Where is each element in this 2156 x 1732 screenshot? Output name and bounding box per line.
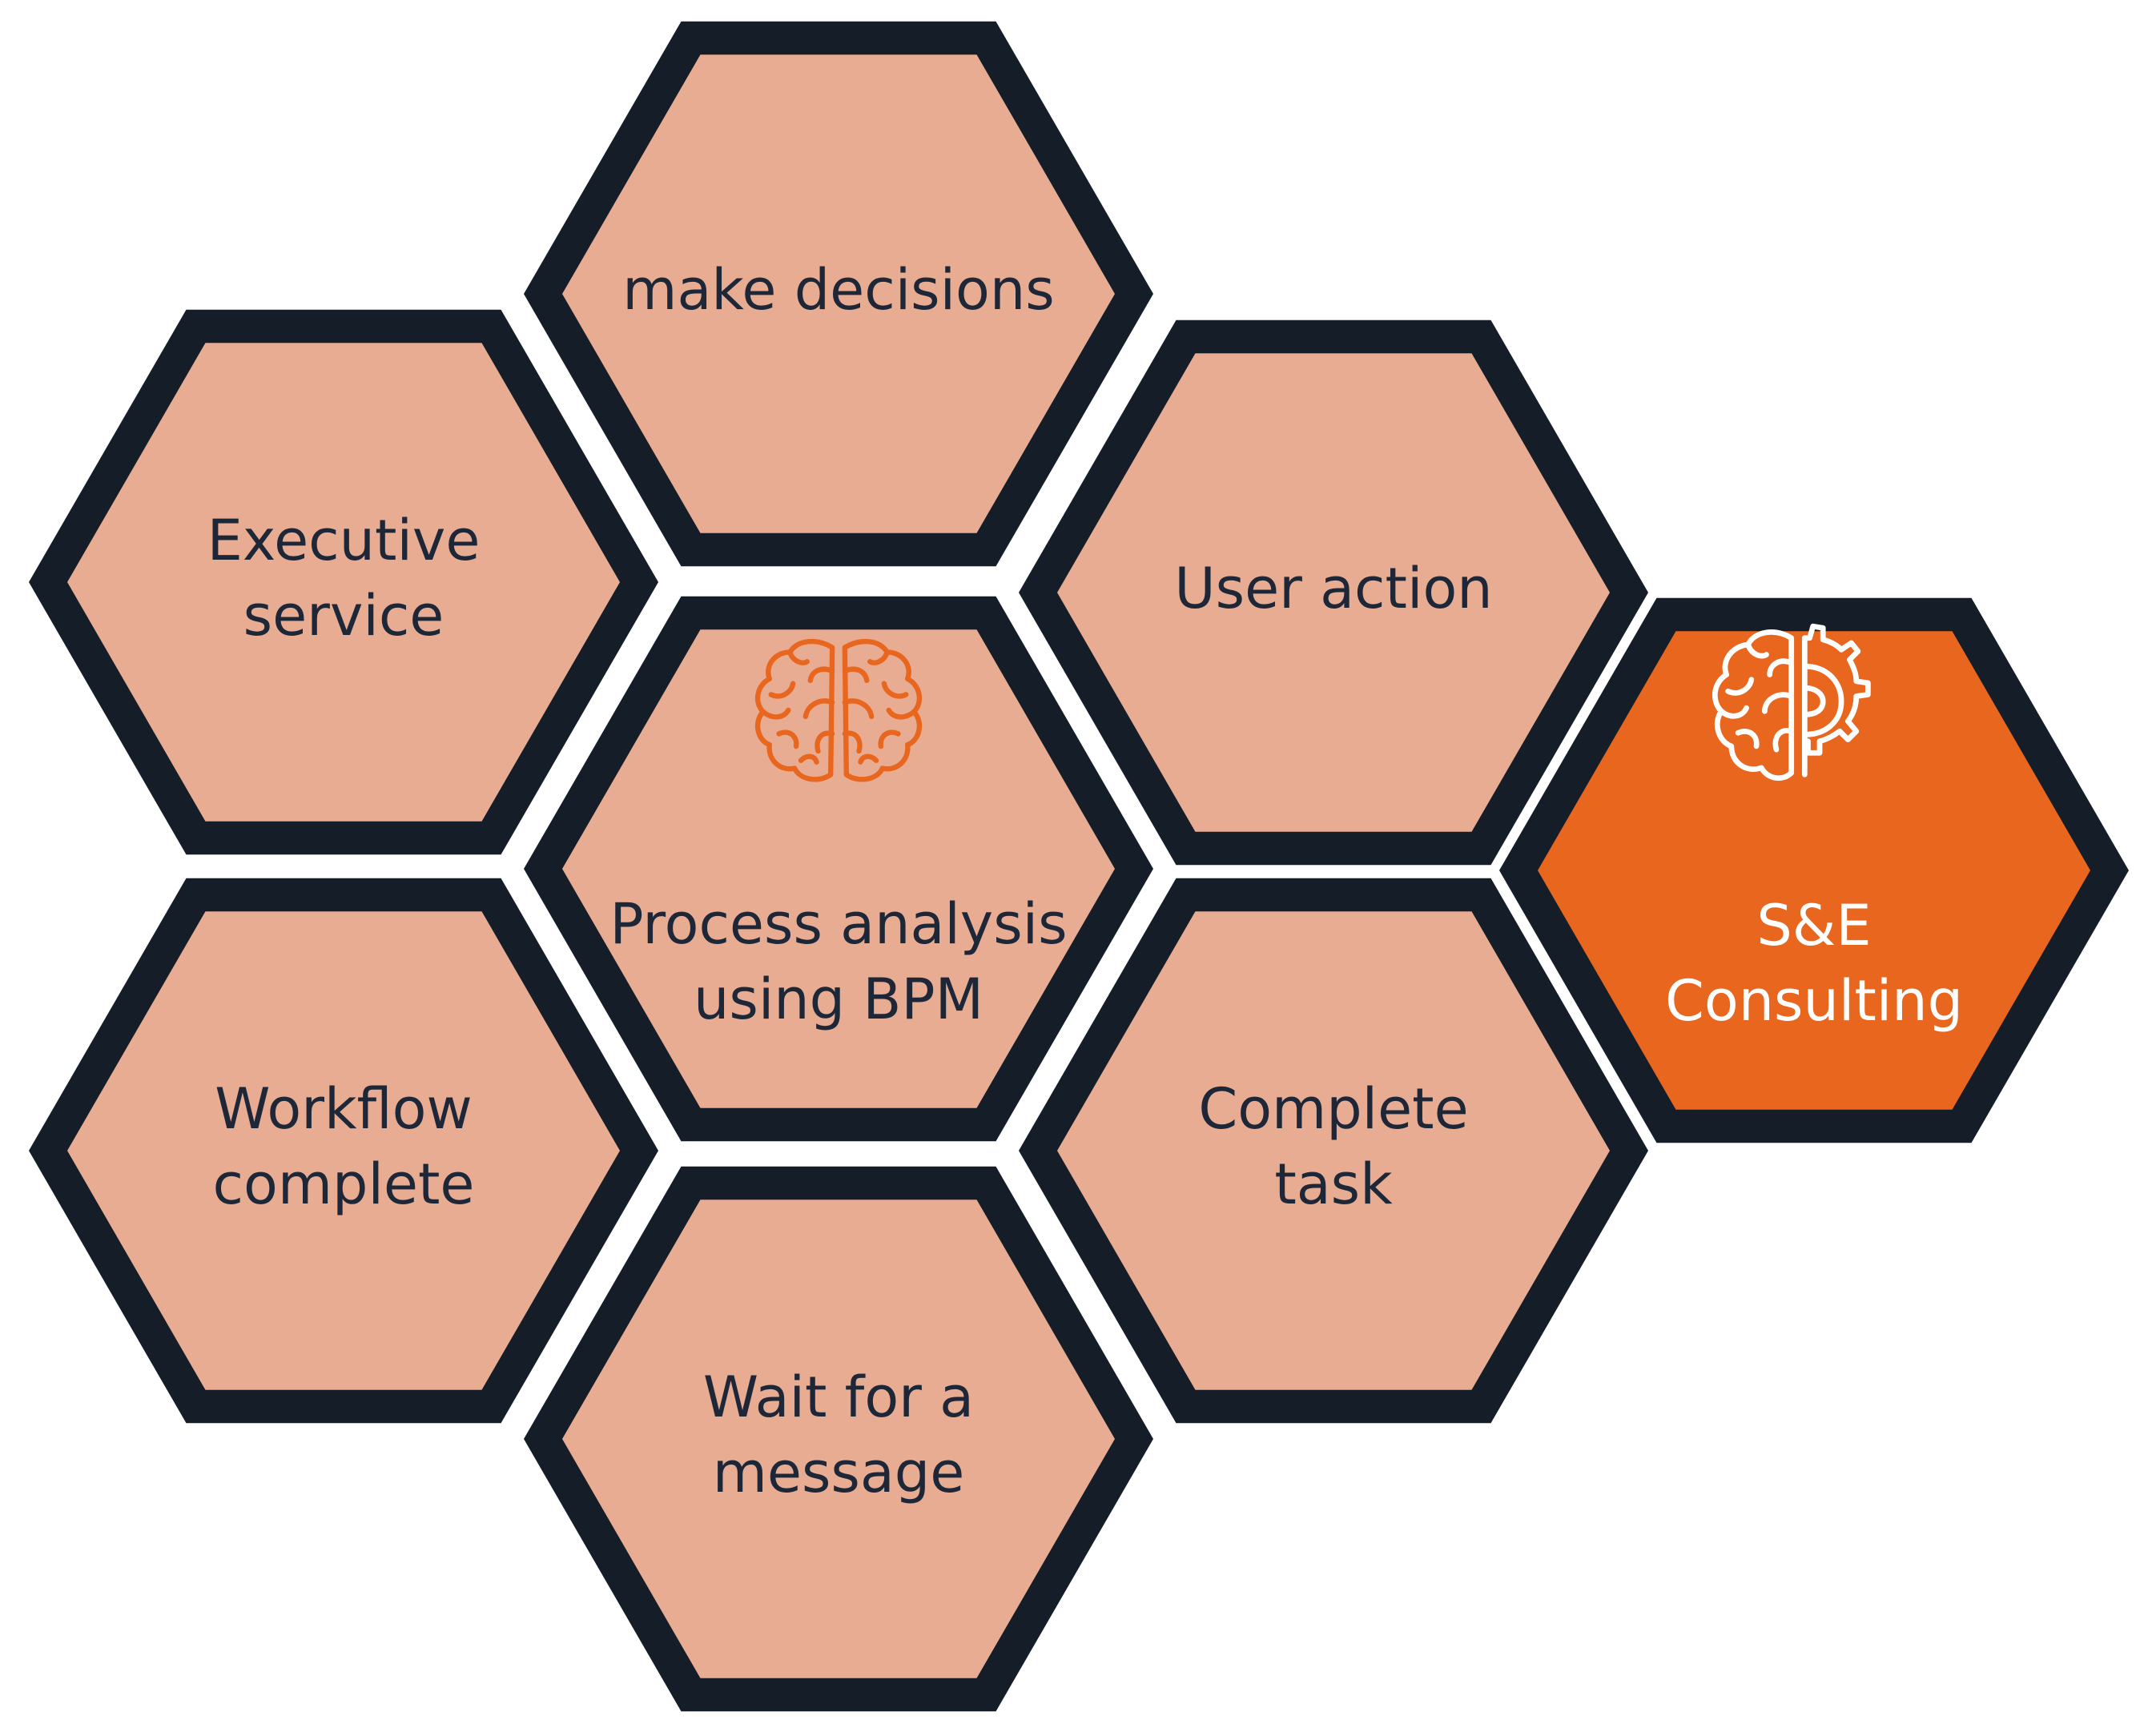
- hex-label-process-analysis-line-1: Process analysis: [609, 891, 1067, 957]
- hex-label-se-consulting-line-1: S&E: [1756, 893, 1871, 958]
- hex-fill-se-consulting: [1538, 631, 2090, 1110]
- hex-fill-process-analysis: [562, 629, 1115, 1108]
- hex-fill-wait-for-message: [562, 1200, 1115, 1678]
- hex-fill-make-decisions: [562, 54, 1115, 533]
- hex-tile-complete-task: Complete task: [1057, 911, 1610, 1390]
- hex-label-process-analysis-line-2: using BPM: [694, 966, 983, 1032]
- hex-label-complete-task-line-2: task: [1274, 1151, 1393, 1217]
- hex-tile-make-decisions: make decisions: [562, 54, 1115, 533]
- hex-label-wait-for-message-line-2: message: [713, 1440, 965, 1505]
- hex-tile-process-analysis: Process analysis using BPM: [562, 629, 1115, 1108]
- hex-label-complete-task-line-1: Complete: [1198, 1076, 1468, 1142]
- hex-fill-user-action: [1057, 353, 1610, 832]
- hex-tile-executive-service: Executive service: [67, 343, 620, 822]
- hex-tile-se-consulting: S&E Consulting: [1538, 626, 2090, 1110]
- hex-label-wait-for-message-line-1: Wait for a: [703, 1364, 974, 1430]
- hex-fill-executive-service: [67, 343, 620, 822]
- hex-label-user-action-line-1: User action: [1174, 556, 1492, 621]
- hex-label-executive-service-line-1: Executive: [207, 508, 481, 573]
- hex-label-make-decisions-line-1: make decisions: [622, 257, 1054, 323]
- hex-fill-complete-task: [1057, 911, 1610, 1390]
- hex-tile-workflow-complete: Workflow complete: [67, 911, 620, 1390]
- hex-fill-workflow-complete: [67, 911, 620, 1390]
- hex-label-workflow-complete-line-2: complete: [213, 1151, 475, 1217]
- hex-label-workflow-complete-line-1: Workflow: [215, 1076, 472, 1142]
- hex-label-executive-service-line-2: service: [243, 583, 444, 649]
- hex-tile-wait-for-message: Wait for a message: [562, 1200, 1115, 1678]
- hex-tile-user-action: User action: [1057, 353, 1610, 832]
- hex-label-se-consulting-line-2: Consulting: [1665, 968, 1963, 1034]
